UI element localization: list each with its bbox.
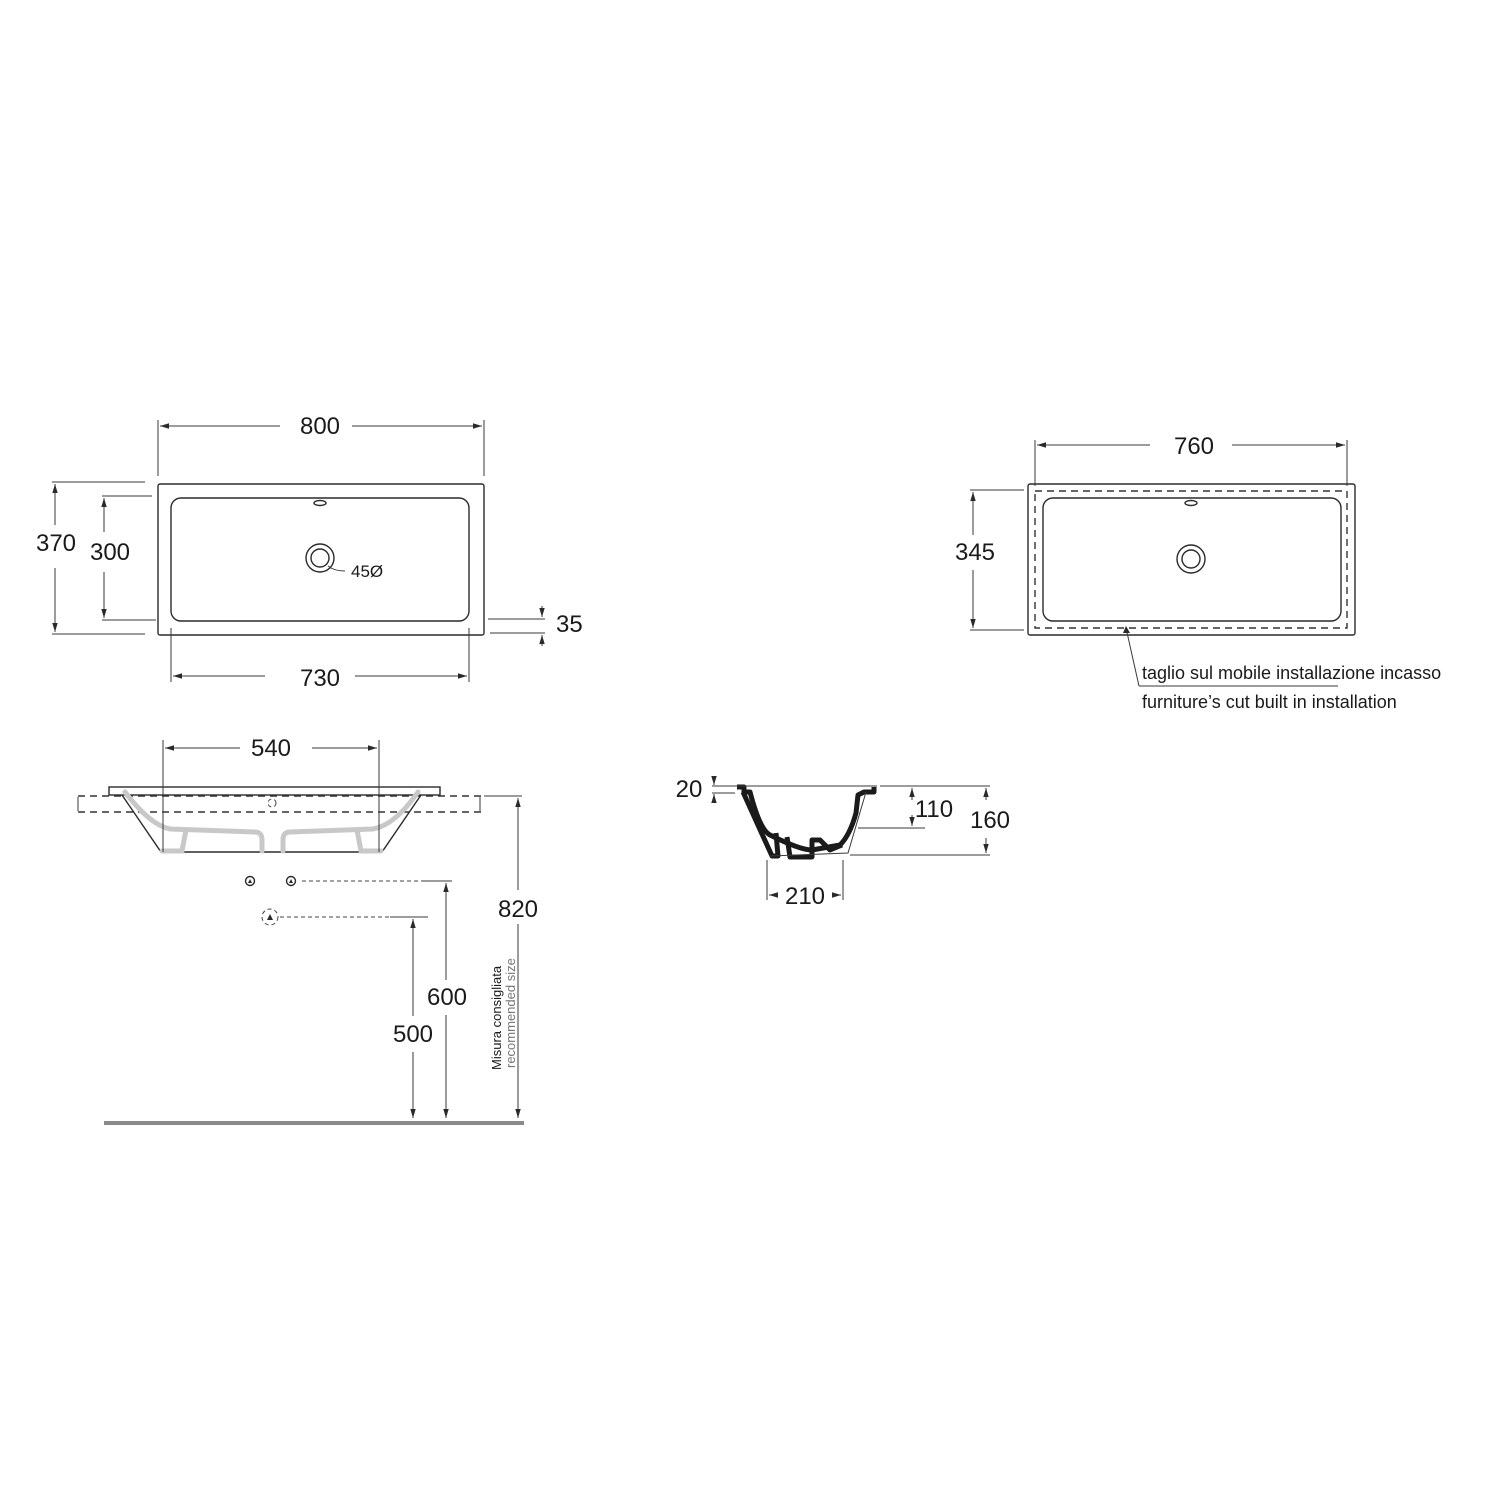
dim-span: 540 — [251, 735, 291, 762]
dim-rim-offset: 35 — [556, 611, 583, 638]
supply-valve-icon — [285, 875, 297, 887]
side-view: 20 110 160 210 — [676, 776, 1010, 910]
dim-drain-diameter: 45Ø — [351, 562, 383, 581]
dim-height-overall: 820 — [498, 896, 538, 923]
leader-line — [1125, 627, 1140, 687]
drain-icon — [305, 543, 346, 573]
supply-valve-icon — [244, 875, 256, 887]
cutout-dashed-outline — [1034, 490, 1348, 629]
cutout-note-english: furniture’s cut built in installation — [1142, 692, 1397, 712]
bowl-section-profile — [737, 784, 877, 853]
bowl-outline — [121, 794, 422, 853]
dim-rim-thickness: 20 — [676, 776, 703, 803]
overflow-icon — [1184, 499, 1198, 507]
basin-outline — [1042, 497, 1342, 622]
cutout-view: 760 345 taglio sul mobile installazione … — [955, 433, 1441, 712]
dim-height-supply: 600 — [427, 984, 467, 1011]
dim-cut-depth: 345 — [955, 539, 995, 566]
recommended-note-english: recommended size — [503, 958, 518, 1068]
overflow-hidden-icon — [267, 798, 277, 808]
dim-height-waste: 500 — [393, 1021, 433, 1048]
cutout-note-italian: taglio sul mobile installazione incasso — [1142, 663, 1441, 683]
outer-rim-outline — [157, 483, 485, 636]
waste-outlet-icon — [261, 908, 279, 926]
basin-outline — [170, 497, 470, 622]
front-view: 540 820 600 500 Misura c — [77, 735, 538, 1125]
dim-total-height: 160 — [970, 807, 1010, 834]
rim-slab — [108, 786, 441, 796]
dim-base-width: 210 — [785, 883, 825, 910]
drain-icon — [1176, 544, 1206, 574]
dim-basin-depth: 300 — [90, 539, 130, 566]
dim-width-overall: 800 — [300, 413, 340, 440]
dim-cut-width: 760 — [1174, 433, 1214, 460]
dim-depth-overall: 370 — [36, 530, 76, 557]
dim-basin-width: 730 — [300, 665, 340, 692]
recommended-note-italian: Misura consigliata — [489, 965, 504, 1070]
dim-bowl-depth: 110 — [915, 796, 953, 823]
outer-rim-outline — [1027, 483, 1356, 636]
top-view: 800 370 300 35 730 45Ø — [36, 413, 583, 692]
overflow-icon — [313, 499, 327, 507]
